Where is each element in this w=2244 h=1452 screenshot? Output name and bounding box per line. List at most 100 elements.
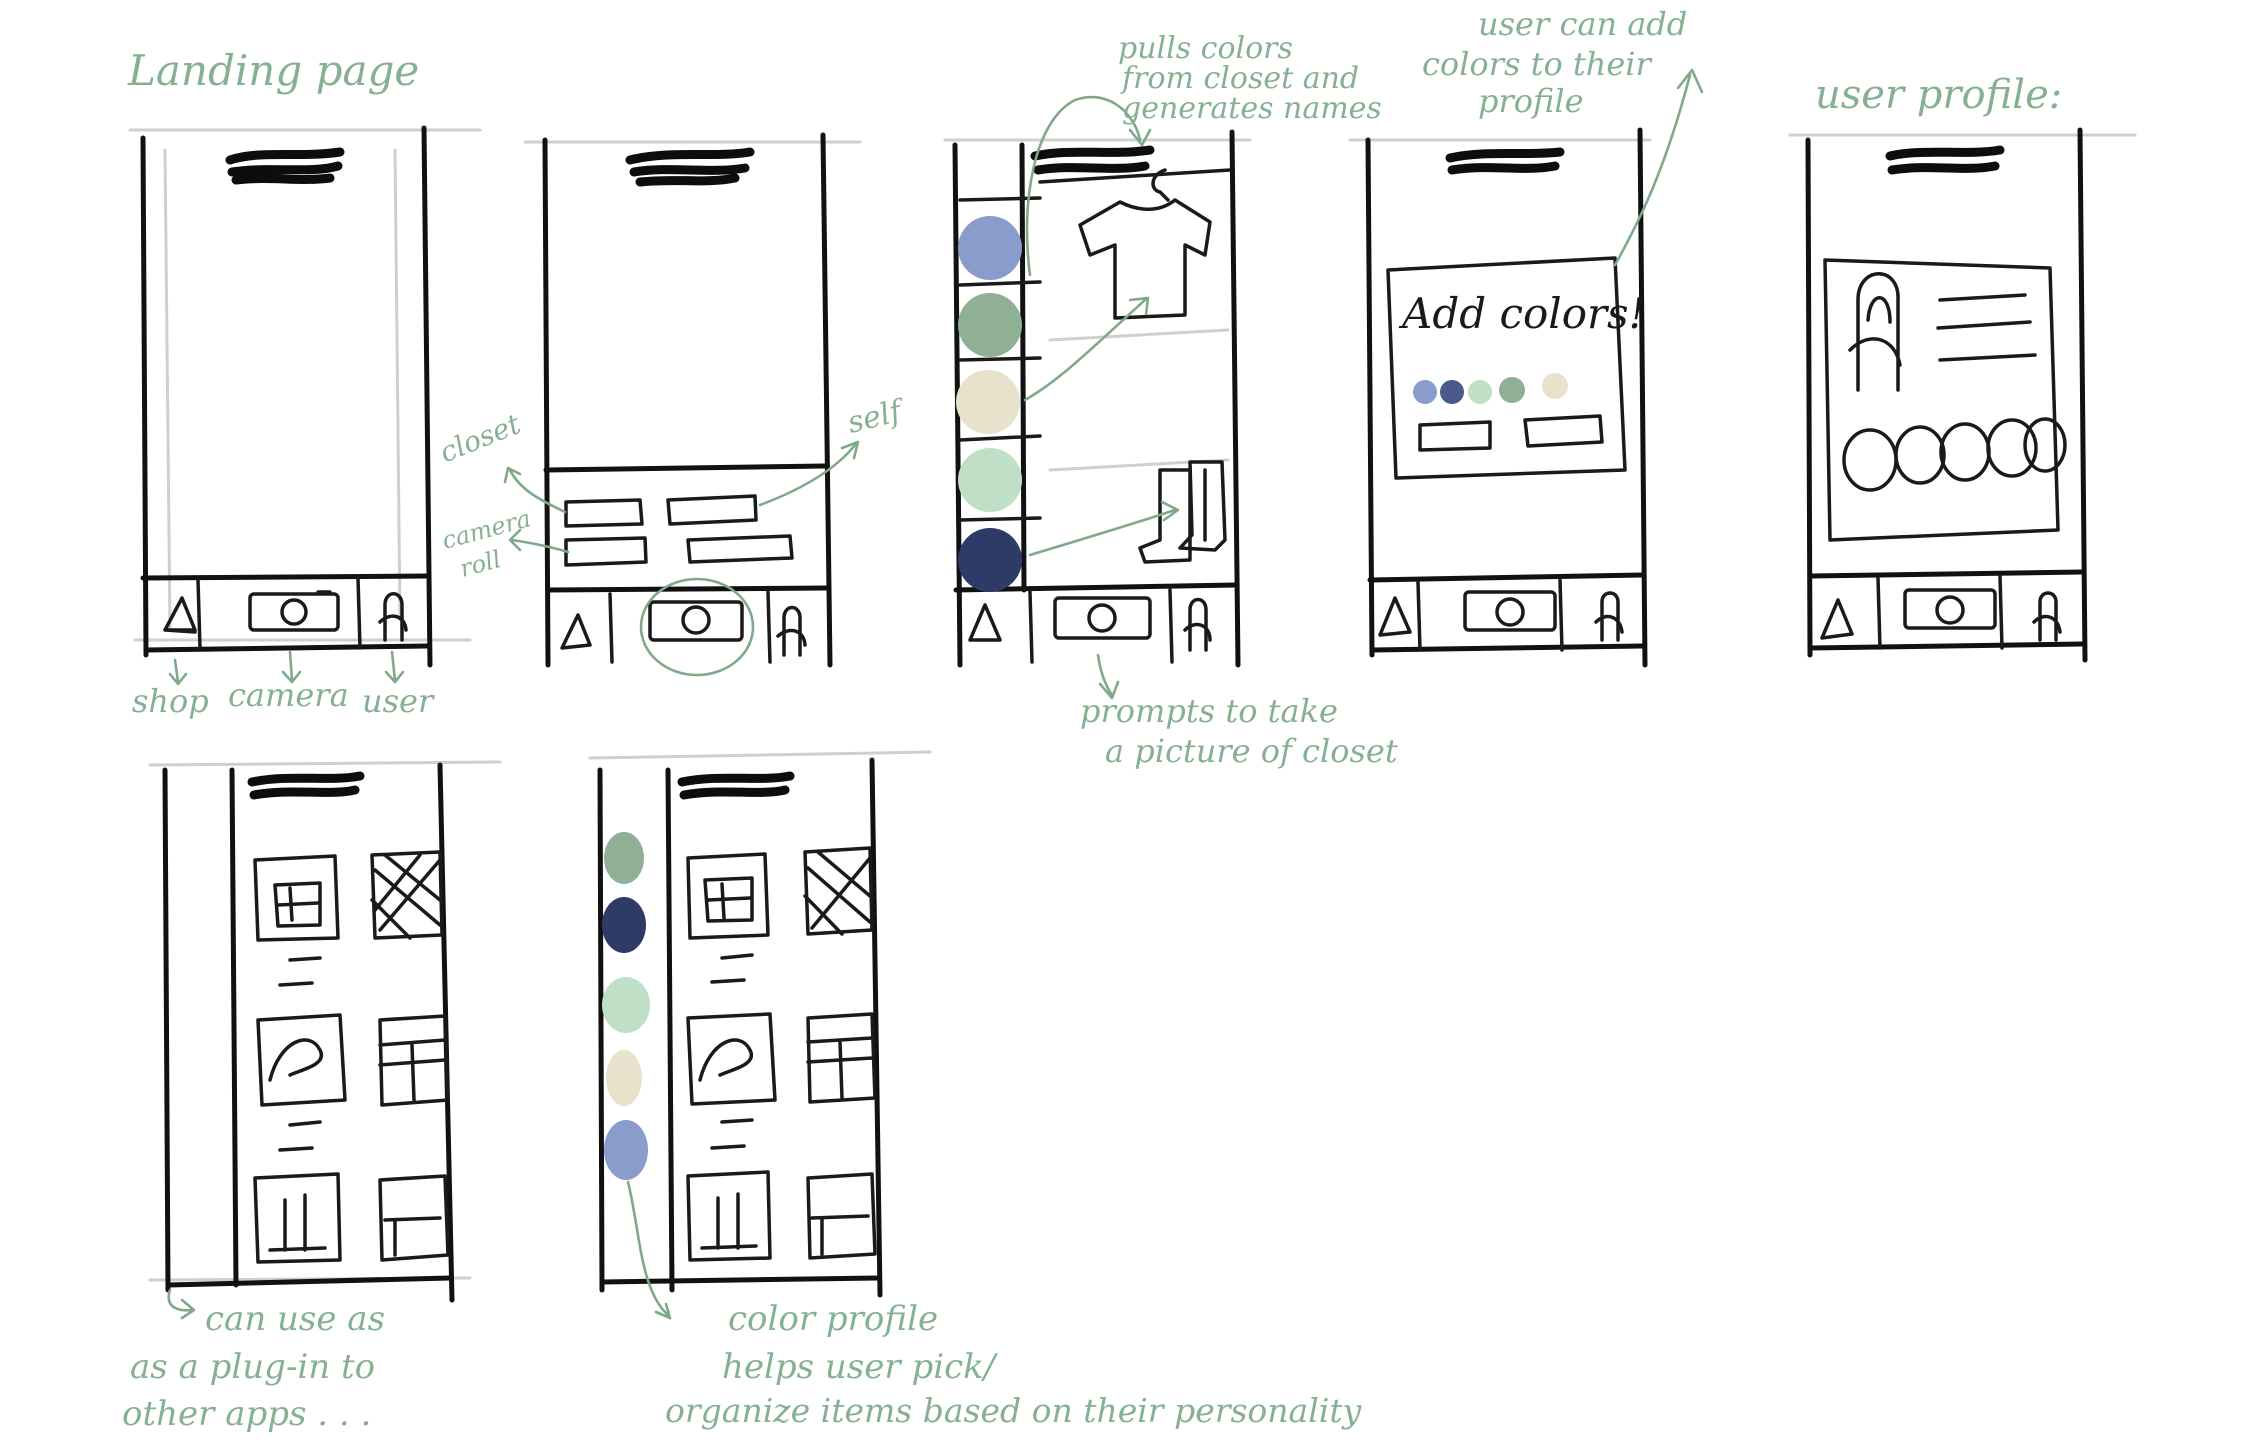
extra-option-button — [686, 534, 794, 564]
phone-closet-colors — [943, 129, 1252, 668]
product-thumb — [803, 846, 874, 936]
color-profile-note-line-1: color profile — [728, 1299, 938, 1339]
camera-icon — [1463, 590, 1557, 632]
swatch-cream — [956, 370, 1020, 434]
camera-icon — [248, 592, 340, 632]
boots-sketch — [1138, 460, 1227, 564]
confirm-button — [1523, 414, 1604, 448]
app-logo-redacted — [1445, 147, 1565, 175]
phone-plugin-grid — [148, 760, 502, 1303]
swatch-navy — [958, 528, 1022, 592]
tab-bar — [560, 590, 807, 664]
product-grid — [253, 850, 450, 1264]
swatch-navy — [1440, 380, 1464, 404]
camera-highlight-circle — [639, 577, 755, 677]
pulls-colors-note-line-3: generates names — [1122, 91, 1382, 126]
phone-add-colors: Add colors! — [1348, 127, 1652, 668]
swatch-mint — [1468, 380, 1492, 404]
user-icon — [2032, 591, 2062, 642]
annotation-arrows — [167, 68, 1704, 1320]
swatch-sage — [604, 832, 644, 884]
product-thumb — [378, 1174, 450, 1262]
app-logo-redacted — [677, 771, 795, 800]
camera-roll-note-line-2: roll — [457, 545, 504, 583]
swatch-navy — [602, 897, 646, 953]
product-thumb — [686, 1012, 777, 1106]
camera-icon — [1053, 596, 1152, 640]
color-profile-note-line-2: helps user pick/ — [722, 1347, 999, 1387]
swatch-blue — [604, 1120, 648, 1180]
swatch-blue — [1413, 380, 1437, 404]
app-logo-redacted — [1885, 145, 2005, 175]
shop-icon — [560, 613, 592, 650]
cancel-button — [1418, 420, 1492, 452]
swatch-sage — [958, 293, 1022, 357]
tab-bar — [1820, 574, 2062, 650]
tab-bar — [968, 588, 1212, 664]
annotations: Landing page pulls colors from closet an… — [122, 5, 2062, 1434]
shirt-sketch — [1078, 168, 1212, 320]
shop-icon — [1820, 598, 1854, 640]
user-icon — [1183, 597, 1212, 652]
product-thumb — [253, 854, 340, 942]
self-option-button — [666, 494, 758, 526]
phone-plugin-color-profile — [588, 750, 932, 1298]
tab-bar — [163, 576, 408, 650]
color-profile-note-line-3: organize items based on their personalit… — [665, 1391, 1362, 1430]
closet-option-button — [564, 498, 644, 528]
shop-tab-note: shop — [132, 682, 209, 720]
prompts-picture-note-line-1: prompts to take — [1080, 692, 1338, 730]
user-tab-note: user — [362, 682, 435, 720]
product-thumb — [686, 1170, 772, 1262]
pulls-colors-note-line-1: pulls colors — [1118, 31, 1293, 66]
shop-icon — [1378, 596, 1412, 637]
shop-icon — [163, 596, 197, 634]
user-icon — [776, 605, 807, 657]
swatch-sage — [1499, 377, 1525, 403]
product-thumb — [806, 1172, 877, 1260]
product-thumb — [370, 850, 444, 940]
phone-landing — [128, 125, 482, 668]
color-swatch-column — [956, 196, 1042, 592]
app-logo-redacted — [1030, 145, 1155, 175]
product-thumb — [378, 1014, 450, 1107]
user-add-colors-note-line-3: profile — [1478, 82, 1584, 120]
tab-bar — [1378, 578, 1624, 652]
camera-icon — [1903, 588, 1997, 630]
phone-camera-source — [523, 132, 862, 677]
app-logo-redacted — [625, 147, 755, 187]
pulls-colors-note-line-2: from closet and — [1120, 61, 1359, 96]
user-icon — [378, 592, 408, 642]
source-buttons — [564, 494, 794, 567]
app-logo-redacted — [247, 771, 365, 800]
swatch-mint — [602, 977, 650, 1033]
avatar — [1848, 272, 1902, 392]
plugin-note-line-3: other apps . . . — [122, 1394, 371, 1434]
swatch-cream — [1542, 373, 1568, 399]
profile-card — [1823, 258, 2067, 542]
self-note: self — [844, 393, 909, 441]
add-colors-card: Add colors! — [1386, 256, 1646, 480]
add-colors-title: Add colors! — [1398, 289, 1646, 338]
product-thumb — [686, 852, 770, 940]
camera-icon — [648, 600, 744, 642]
plugin-note-line-1: can use as — [205, 1299, 385, 1339]
plugin-note-line-2: as a plug-in to — [130, 1347, 375, 1387]
swatch-cream — [606, 1050, 642, 1106]
landing-page-label: Landing page — [127, 46, 419, 95]
color-profile-swatches — [602, 832, 650, 1180]
user-add-colors-note-line-2: colors to their — [1422, 45, 1653, 83]
product-thumb — [806, 1012, 877, 1104]
swatch-mint — [958, 448, 1022, 512]
user-icon — [1594, 591, 1624, 642]
product-grid — [686, 846, 877, 1262]
phone-user-profile — [1788, 127, 2137, 663]
user-add-colors-note-line-1: user can add — [1478, 5, 1687, 43]
prompts-picture-note-line-2: a picture of closet — [1105, 732, 1398, 770]
user-profile-label: user profile: — [1815, 72, 2062, 118]
closet-note: closet — [435, 407, 526, 469]
app-logo-redacted — [225, 147, 345, 185]
camera-roll-option-button — [564, 536, 648, 567]
swatch-blue — [958, 216, 1022, 280]
